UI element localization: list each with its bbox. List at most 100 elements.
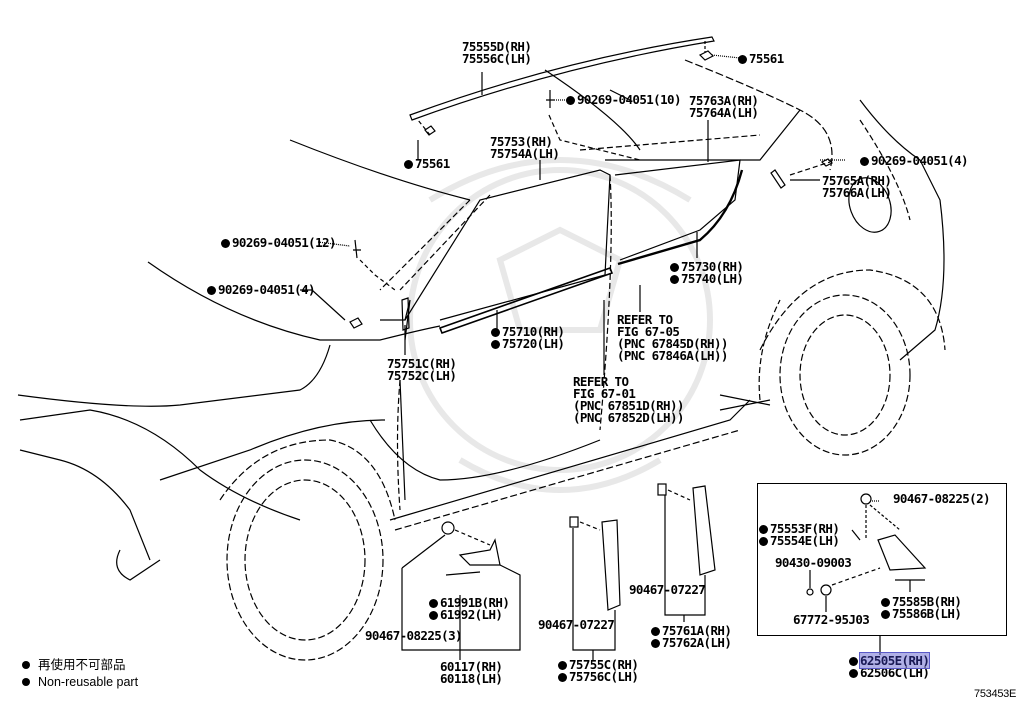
front-door-garnish-part <box>569 516 621 660</box>
roof-rack-cover-shape <box>409 36 715 121</box>
part-number: 62506C(LH) <box>860 665 930 680</box>
reference-text: (PNC 67851D(RH)) <box>573 398 684 413</box>
callout-rear-spoiler-side[interactable]: 62505E(RH) 62506C(LH) <box>849 652 931 680</box>
part-number: 90467-07227 <box>538 617 615 632</box>
part-number: 60118(LH) <box>440 671 503 686</box>
part-number: 75720(LH) <box>502 336 565 351</box>
non-reusable-dot-icon <box>558 661 567 670</box>
callout-roof-rack-cover[interactable]: 75555D(RH) 75556C(LH) <box>462 39 532 66</box>
callout-front-door-garnish[interactable]: 75755C(RH) 75756C(LH) <box>558 657 639 684</box>
callout-clip-75561-front[interactable]: 75561 <box>404 156 450 171</box>
callout-front-door-belt-moulding[interactable]: 75710(RH) 75720(LH) <box>491 324 565 351</box>
legend-item-ja: 再使用不可部品 <box>22 657 138 674</box>
non-reusable-dot-icon <box>881 610 890 619</box>
part-number: 75751C(RH) <box>387 356 457 371</box>
non-reusable-dot-icon <box>670 275 679 284</box>
part-number: 90269-04051(12) <box>232 235 336 250</box>
part-number: 60117(RH) <box>440 659 503 674</box>
callout-grommet-90430[interactable]: 90430-09003 <box>775 555 852 570</box>
part-number: 90467-08225(3) <box>365 628 463 643</box>
legend-text: Non-reusable part <box>38 675 139 689</box>
non-reusable-dot-icon <box>558 673 567 682</box>
part-number: 75553F(RH) <box>770 521 840 536</box>
callout-clip-90269-10[interactable]: 90269-04051(10) <box>566 92 681 107</box>
reference-text: FIG 67-05 <box>617 324 680 339</box>
part-number: 75765A(RH) <box>822 173 892 188</box>
callout-clip-90467-07227-b[interactable]: 90467-07227 <box>629 582 706 597</box>
callout-clip-90467-07227-a[interactable]: 90467-07227 <box>538 617 615 632</box>
callout-refer-fig-67-05[interactable]: REFER TO FIG 67-05 (PNC 67845D(RH)) (PNC… <box>617 312 728 363</box>
part-number: 75756C(LH) <box>569 669 639 684</box>
legend-text: 再使用不可部品 <box>38 658 126 672</box>
reference-text: FIG 67-01 <box>573 386 636 401</box>
non-reusable-dot-icon <box>651 627 660 636</box>
non-reusable-dot-icon <box>566 96 575 105</box>
part-number: 75753(RH) <box>490 134 553 149</box>
non-reusable-dot-icon <box>670 263 679 272</box>
callout-rear-door-garnish[interactable]: 75761A(RH) 75762A(LH) <box>651 623 732 650</box>
part-number: 75754A(LH) <box>490 146 560 161</box>
callout-rear-corner-moulding[interactable]: 75765A(RH) 75766A(LH) <box>822 173 892 200</box>
part-number: 75752C(LH) <box>387 368 457 383</box>
non-reusable-dot-icon <box>207 286 216 295</box>
non-reusable-dot-icon <box>22 661 30 669</box>
callout-rear-door-belt-moulding[interactable]: 75730(RH) 75740(LH) <box>670 259 744 286</box>
part-number: 61992(LH) <box>440 607 503 622</box>
callout-clip-90467-08225-3[interactable]: 90467-08225(3) <box>365 628 463 643</box>
non-reusable-dot-icon <box>849 669 858 678</box>
part-number: 90269-04051(10) <box>577 92 681 107</box>
callout-clip-90269-4-front[interactable]: 90269-04051(4) <box>207 282 316 297</box>
non-reusable-dot-icon <box>849 657 858 666</box>
part-number: 75761A(RH) <box>662 623 732 638</box>
part-number: 75763A(RH) <box>689 93 759 108</box>
part-number: 90467-07227 <box>629 582 706 597</box>
non-reusable-dot-icon <box>491 328 500 337</box>
part-number: 75766A(LH) <box>822 185 892 200</box>
part-number: 75764A(LH) <box>689 105 759 120</box>
non-reusable-dot-icon <box>404 160 413 169</box>
callout-wing-tape[interactable]: 75553F(RH) 75554E(LH) <box>759 521 840 548</box>
part-number: 75561 <box>415 156 450 171</box>
part-number: 75740(LH) <box>681 271 744 286</box>
part-number: 75555D(RH) <box>462 39 532 54</box>
part-number: 75730(RH) <box>681 259 744 274</box>
callout-fender-liner[interactable]: 60117(RH) 60118(LH) <box>440 659 503 686</box>
callout-spoiler-tape[interactable]: 75585B(RH) 75586B(LH) <box>881 595 962 621</box>
callout-clip-90269-12[interactable]: 90269-04051(12) <box>221 235 336 250</box>
part-number: 90269-04051(4) <box>218 282 316 297</box>
part-number: 75755C(RH) <box>569 657 639 672</box>
part-number: 67772-95J03 <box>793 612 870 627</box>
callout-clip-90467-08225-2[interactable]: 90467-08225(2) <box>893 492 991 505</box>
reference-text: REFER TO <box>617 312 673 327</box>
callout-plug-67772[interactable]: 67772-95J03 <box>793 612 870 627</box>
part-number-highlighted[interactable]: 62505E(RH) <box>858 652 931 669</box>
non-reusable-dot-icon <box>759 525 768 534</box>
part-number: 75586B(LH) <box>892 606 962 621</box>
callout-clip-75561-rear[interactable]: 75561 <box>738 52 784 65</box>
part-number: 75762A(LH) <box>662 635 732 650</box>
callout-front-door-frame-moulding[interactable]: 75753(RH) 75754A(LH) <box>490 134 560 161</box>
part-number: 75556C(LH) <box>462 51 532 66</box>
non-reusable-dot-icon <box>759 537 768 546</box>
reference-text: (PNC 67846A(LH)) <box>617 348 728 363</box>
callout-roof-side-moulding[interactable]: 75763A(RH) 75764A(LH) <box>689 93 759 120</box>
non-reusable-dot-icon <box>22 678 30 686</box>
callout-windshield-moulding[interactable]: 75751C(RH) 75752C(LH) <box>387 356 457 383</box>
non-reusable-dot-icon <box>860 157 869 166</box>
rear-door-garnish-part <box>657 483 716 622</box>
legend: 再使用不可部品 Non-reusable part <box>22 657 138 691</box>
non-reusable-dot-icon <box>651 639 660 648</box>
part-number: 90269-04051(4) <box>871 153 969 168</box>
part-number: 75554E(LH) <box>770 533 840 548</box>
part-number: 75710(RH) <box>502 324 565 339</box>
callout-refer-fig-67-01[interactable]: REFER TO FIG 67-01 (PNC 67851D(RH)) (PNC… <box>573 374 684 424</box>
fender-liner-part <box>401 521 521 660</box>
non-reusable-dot-icon <box>881 598 890 607</box>
callout-clip-90269-4-rear[interactable]: 90269-04051(4) <box>860 153 969 168</box>
part-number: 90430-09003 <box>775 555 852 570</box>
non-reusable-dot-icon <box>221 239 230 248</box>
reference-text: REFER TO <box>573 374 629 389</box>
figure-number: 753453E <box>974 688 1016 700</box>
callout-fender-tape[interactable]: 61991B(RH) 61992(LH) <box>429 596 510 622</box>
